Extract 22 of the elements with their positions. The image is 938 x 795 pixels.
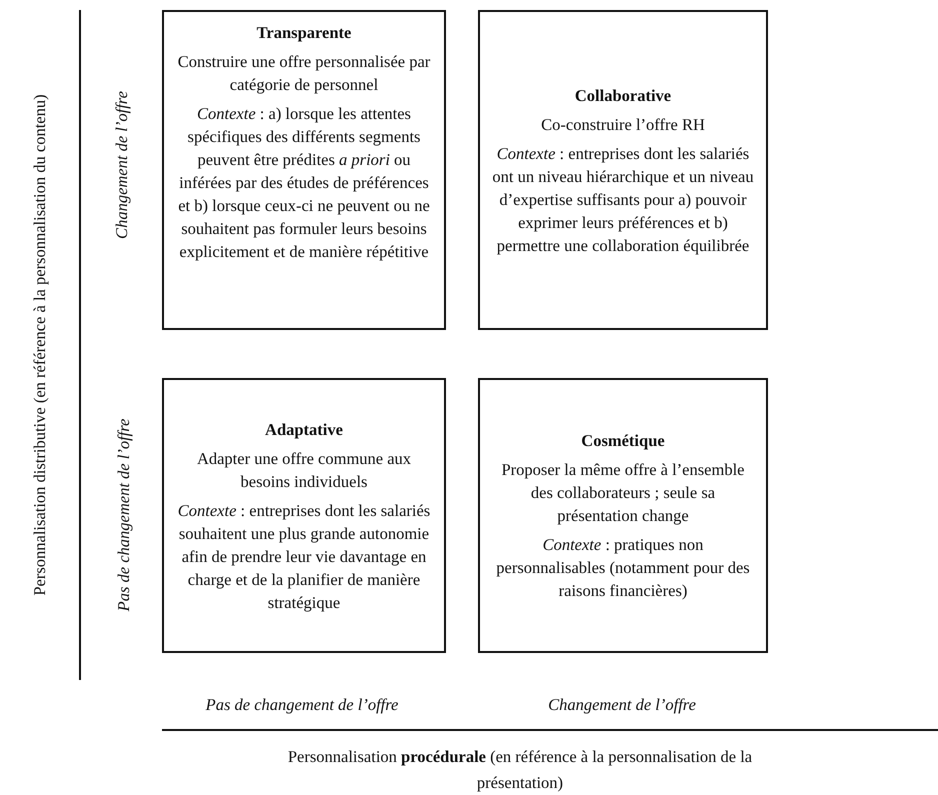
quadrant-box — [162, 378, 446, 653]
context-text: Contexte : entreprises dont les salariés ont un niveau hiérarchique et un niveau d’expertise suffisants pour a) pouvoir exprimer leurs préférences et b) permettre une collaboration équilibrée — [491, 142, 755, 256]
quadrant-box — [478, 10, 768, 330]
axis-value-label: Changement de l’offre — [111, 90, 132, 241]
context-text: Contexte : entreprises dont les salariés souhaitent une plus grande autonomie afin de prendre leur vie davantage en charge et de la planifier de manière stratégique — [176, 500, 432, 614]
description: Construire une offre personnalisée par catégorie de personnel — [176, 51, 432, 96]
context-text: Contexte : pratiques non personnalisables (notamment pour des raisons financières) — [495, 534, 751, 602]
axis-title: Personnalisation procédurale (en référence à la personnalisation de la présentation) — [286, 746, 754, 794]
quadrant-box — [478, 378, 768, 653]
heading: Adaptative — [264, 418, 344, 440]
context-text: Contexte : a) lorsque les attentes spécifiques des différents segments peuvent être prédites a priori ou inférées par des études de préférences et b) lorsque ceux-ci ne peuvent ou ne souhaitent pas formuler leurs besoins explicitement et de manière répétitive — [177, 103, 431, 263]
heading: Cosmétique — [580, 430, 666, 452]
axis-value-label: Pas de changement de l’offre — [204, 694, 400, 716]
heading: Collaborative — [574, 84, 672, 106]
description: Co-construire l’offre RH — [540, 114, 706, 136]
quadrant-box — [162, 10, 446, 330]
heading: Transparente — [256, 22, 352, 44]
axis-title: Personnalisation distributive (en référence à la personnalisation du contenu) — [29, 93, 50, 598]
description: Adapter une offre commune aux besoins individuels — [196, 448, 412, 492]
description: Proposer la même offre à l’ensemble des collaborateurs ; seule sa présentation change — [500, 459, 746, 527]
axis-value-label: Pas de changement de l’offre — [113, 418, 134, 614]
axis-value-label: Changement de l’offre — [547, 694, 697, 716]
